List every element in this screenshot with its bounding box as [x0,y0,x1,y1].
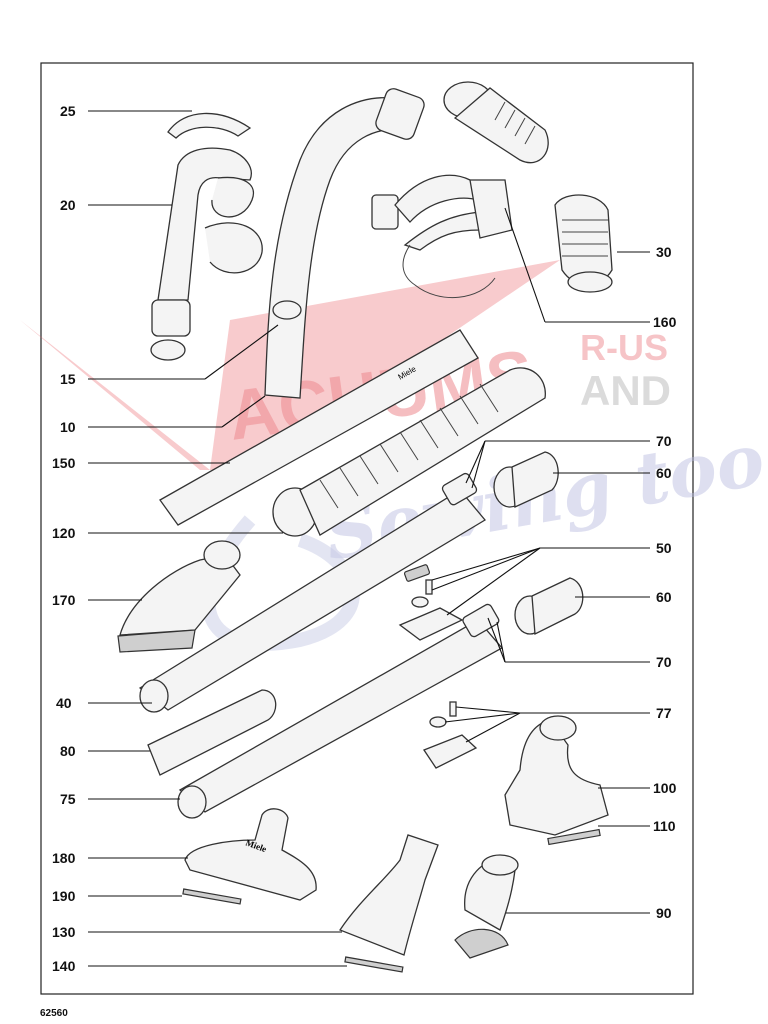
part-100-upholstery-tool [504,715,609,836]
part-110-strip [547,828,601,846]
part-60b-adapter [514,577,584,636]
part-20-handle [150,147,263,361]
label-20: 20 [60,197,76,213]
part-10-curved-wand [264,88,425,399]
label-190: 190 [52,888,76,904]
part-180-floor-tool: Miele [184,808,317,901]
watermark-line2: R-US [580,327,668,368]
leader-lines [88,110,650,967]
label-70-bottom: 70 [656,654,672,670]
part-25-handle-cap [167,112,252,139]
label-60-top: 60 [656,465,672,481]
label-50: 50 [656,540,672,556]
label-90: 90 [656,905,672,921]
part-77-lock-parts [423,701,478,769]
label-15: 15 [60,371,76,387]
label-150: 150 [52,455,76,471]
label-100: 100 [653,780,677,796]
part-90-round-brush [454,854,519,959]
watermark-line3: AND [580,367,671,414]
label-60-bottom: 60 [656,589,672,605]
label-130: 130 [52,924,76,940]
part-170-dusting-brush [117,540,241,653]
label-160: 160 [653,314,677,330]
part-labels: 25 20 15 10 150 120 170 40 80 75 180 190… [52,103,677,974]
part-80-extension [147,689,277,776]
part-130-wide-nozzle [339,834,439,956]
part-160-electric-hose [371,174,513,299]
part-140-strip [344,956,404,973]
label-180: 180 [52,850,76,866]
label-140: 140 [52,958,76,974]
label-30: 30 [656,244,672,260]
label-10: 10 [60,419,76,435]
part-120-flex-hose [272,367,546,537]
part-40-wand-tube [138,472,486,713]
part-190-strip [182,888,242,905]
label-25: 25 [60,103,76,119]
label-75: 75 [60,791,76,807]
label-170: 170 [52,592,76,608]
label-40: 40 [56,695,72,711]
footer-code: 62560 [40,1008,68,1019]
label-77: 77 [656,705,672,721]
diagram-frame [40,62,694,995]
label-110: 110 [653,818,676,834]
label-70-top: 70 [656,433,672,449]
part-60a-adapter [493,451,559,508]
label-120: 120 [52,525,76,541]
part-150-crevice-wand: Miele [159,329,479,526]
part-30-hose-swivel [443,81,613,293]
part-50-lock-parts [398,564,464,641]
label-80: 80 [60,743,76,759]
